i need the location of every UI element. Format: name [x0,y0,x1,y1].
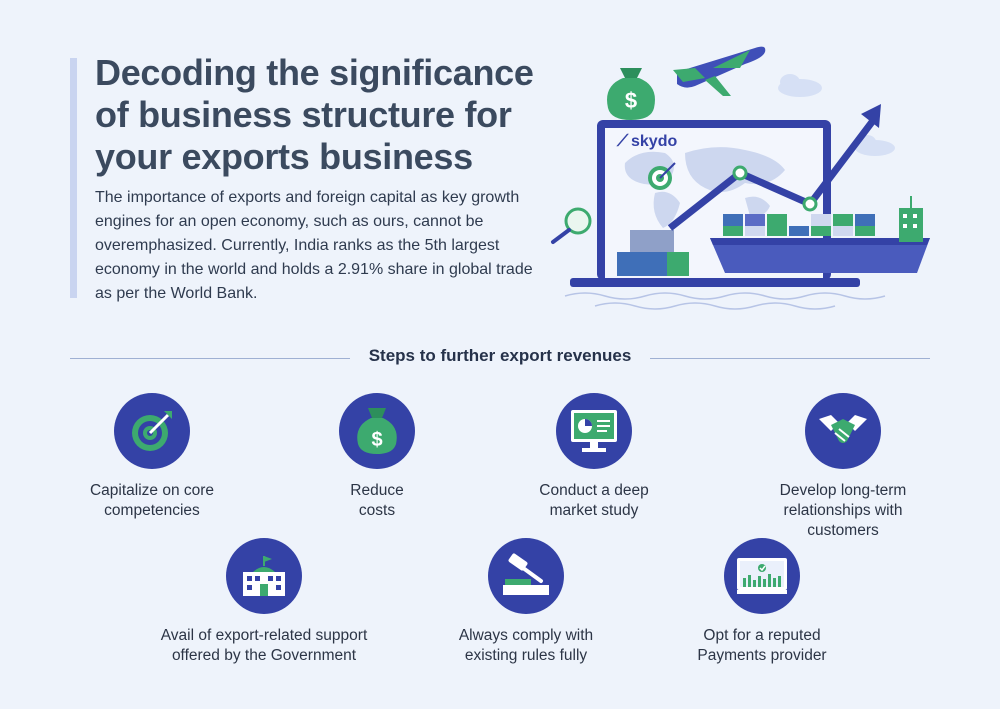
step-label: Reduce costs [350,482,404,519]
magnifier-icon [551,207,592,244]
section-heading: Steps to further export revenues [0,346,1000,366]
step-customer-relationships: Develop long-term relationships with cus… [733,393,953,541]
step-government-support: Avail of export-related support offered … [154,538,374,666]
hero-illustration: $ ⟋ skydo [551,46,930,310]
container-icon [617,230,689,276]
step-icon-circle [488,538,564,614]
brand-logo: ⟋ [616,133,629,150]
waves-decoration [564,292,886,310]
step-icon-circle [114,393,190,469]
step-label: Opt for a reputed Payments provider [697,627,827,664]
step-market-study: Conduct a deep market study [484,393,704,521]
step-payments-provider: Opt for a reputed Payments provider [652,538,872,666]
dollar-sign: $ [625,88,637,113]
brand-name: skydo [631,133,677,150]
step-label: Capitalize on core competencies [89,482,215,519]
target-icon [132,411,172,451]
step-comply-rules: Always comply with existing rules fully [416,538,636,666]
step-label: Avail of export-related support offered … [160,627,368,664]
step-icon-circle [724,538,800,614]
step-label: Develop long-term relationships with cus… [779,482,907,539]
divider-right [650,358,930,359]
step-reduce-costs: $ Reduce costs [267,393,487,521]
target-icon [648,162,676,190]
monitor-chart-icon [571,410,617,452]
money-bag-icon: $ [607,68,655,120]
money-bag-icon: $ [357,408,397,454]
page-title: Decoding the significance of business st… [95,52,534,177]
step-icon-circle [556,393,632,469]
cargo-ship-icon [710,214,930,273]
accent-bar [70,58,77,298]
step-icon-circle [226,538,302,614]
divider-left [70,358,350,359]
svg-text:$: $ [371,429,382,451]
step-core-competencies: Capitalize on core competencies [42,393,262,521]
step-label: Always comply with existing rules fully [458,627,594,664]
step-icon-circle [805,393,881,469]
handshake-icon [819,415,867,443]
government-building-icon [243,556,285,596]
growth-arrow-icon [667,104,881,231]
airplane-icon [673,46,766,96]
section-heading-text: Steps to further export revenues [354,346,646,365]
intro-paragraph: The importance of exports and foreign ca… [95,189,533,302]
step-icon-circle: $ [339,393,415,469]
payment-screen-icon [737,558,787,594]
step-label: Conduct a deep market study [539,482,649,519]
gavel-icon [503,553,549,595]
building-icon [899,196,923,242]
